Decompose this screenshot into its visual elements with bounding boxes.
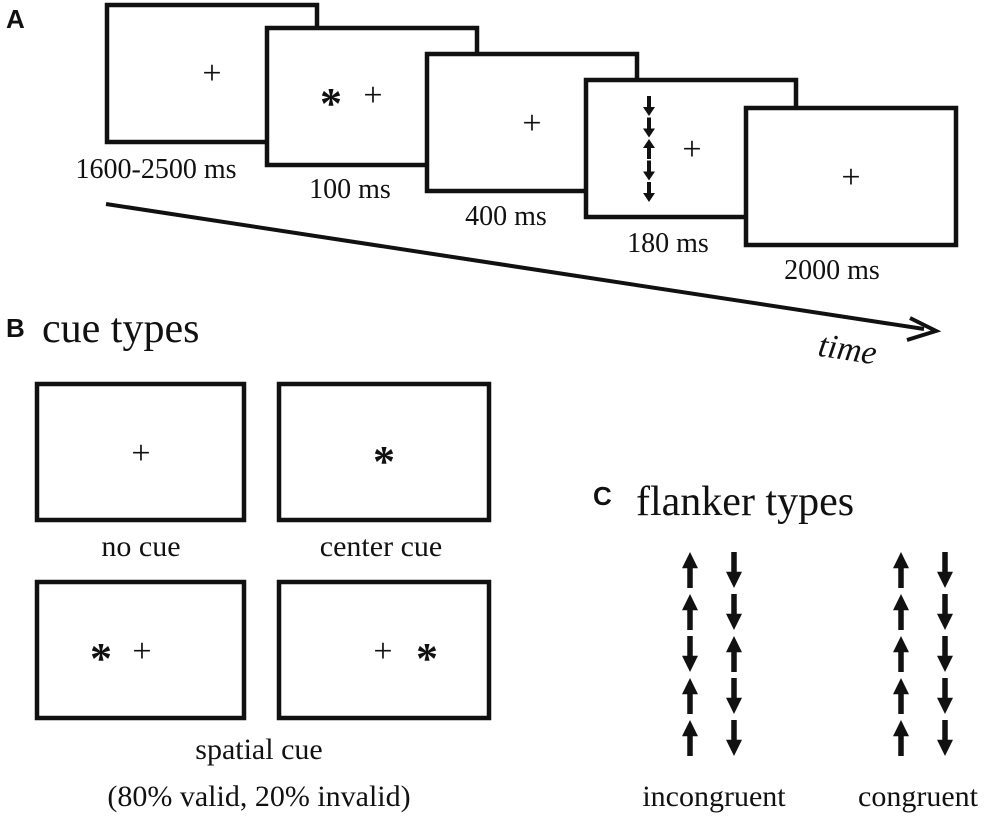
arrow-down-icon [643, 182, 655, 202]
time-arrow-head [906, 316, 942, 342]
fixation-cross: + [682, 131, 701, 168]
no-cue-frame [34, 381, 247, 523]
arrow-down-icon [937, 552, 953, 588]
time-arrow-line [105, 202, 925, 331]
time-axis-label: time [816, 327, 879, 372]
congruent-label: congruent [858, 780, 979, 813]
spatial-cue-left-frame [34, 579, 247, 721]
duration-label-fixation: 1600-2500 ms [76, 154, 237, 185]
duration-label-target: 180 ms [627, 228, 709, 259]
panel-c-letter: C [593, 481, 612, 511]
fixation-cross: + [373, 633, 392, 670]
center-cue-label: center cue [320, 530, 442, 563]
arrow-down-icon [726, 720, 742, 756]
congruent-flanker-group [893, 552, 953, 756]
duration-label-interval: 400 ms [465, 201, 547, 232]
arrow-up-icon [893, 636, 909, 672]
cue-types-title: cue types [42, 306, 199, 352]
target-arrow-column [643, 96, 655, 202]
fixation-cross: + [841, 159, 860, 196]
fixation-cross: + [363, 77, 382, 114]
arrow-down-icon [726, 552, 742, 588]
arrow-down-icon [937, 636, 953, 672]
flanker-types-title: flanker types [636, 479, 854, 525]
arrow-up-icon [682, 678, 698, 714]
arrow-down-icon [643, 96, 655, 116]
center-cue-frame [276, 381, 492, 523]
fixation-cross: + [202, 55, 221, 92]
spatial-cue-label: spatial cue [195, 733, 322, 766]
arrow-up-icon [682, 552, 698, 588]
arrow-down-icon [726, 594, 742, 630]
arrow-up-icon [682, 594, 698, 630]
arrow-up-icon [643, 139, 655, 159]
incongruent-label: incongruent [642, 780, 786, 813]
arrow-down-icon [937, 720, 953, 756]
cue-asterisk: * [416, 634, 438, 683]
cue-asterisk: * [90, 634, 112, 683]
spatial-cue-validity-note: (80% valid, 20% invalid) [107, 780, 410, 813]
arrow-up-icon [893, 678, 909, 714]
arrow-down-icon [937, 678, 953, 714]
arrow-up-icon [682, 720, 698, 756]
duration-label-cue: 100 ms [309, 174, 391, 205]
fixation-cross: + [132, 633, 151, 670]
panel-a-letter: A [6, 4, 25, 34]
arrow-up-icon [726, 636, 742, 672]
arrow-down-icon [682, 636, 698, 672]
panel-b-letter: B [6, 313, 25, 343]
arrow-up-icon [893, 720, 909, 756]
cue-asterisk: * [373, 437, 395, 486]
fixation-cross: + [131, 435, 150, 472]
arrow-down-icon [726, 678, 742, 714]
trial-frame-response [743, 105, 959, 248]
duration-label-response: 2000 ms [784, 255, 880, 286]
cue-asterisk: * [320, 79, 342, 128]
incongruent-flanker-group [682, 552, 742, 756]
no-cue-label: no cue [101, 530, 180, 563]
arrow-up-icon [893, 552, 909, 588]
arrow-down-icon [937, 594, 953, 630]
arrow-up-icon [893, 594, 909, 630]
spatial-cue-right-frame [276, 579, 492, 721]
arrow-down-icon [643, 117, 655, 138]
fixation-cross: + [522, 105, 541, 142]
arrow-down-icon [643, 160, 655, 181]
